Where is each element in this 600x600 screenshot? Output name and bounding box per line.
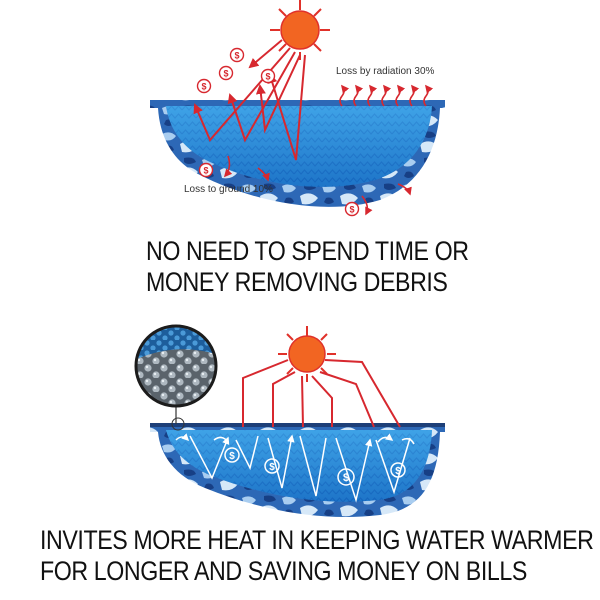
- caption-heat: INVITES MORE HEAT IN KEEPING WATER WARME…: [40, 525, 594, 587]
- sun-rays-bottom: [242, 359, 401, 428]
- sun-icon: [278, 326, 336, 382]
- bottom-panel: $ $ $ $: [134, 324, 445, 517]
- caption-debris: NO NEED TO SPEND TIME OR MONEY REMOVING …: [146, 236, 600, 298]
- trapped-heat-arrows: [175, 433, 415, 503]
- heat-wave-icon: [339, 84, 434, 107]
- svg-text:$: $: [265, 72, 270, 82]
- caption-heat-line-2: FOR LONGER AND SAVING MONEY ON BILLS: [40, 556, 527, 586]
- dollar-coin-icon: $: [229, 47, 245, 63]
- ground-loss-arrows: [223, 155, 412, 216]
- magnifier-circle-icon: [134, 324, 218, 431]
- svg-text:$: $: [229, 451, 235, 462]
- svg-text:$: $: [269, 462, 275, 473]
- caption-heat-line-1: INVITES MORE HEAT IN KEEPING WATER WARME…: [40, 525, 594, 555]
- dollar-coin-icon: $: [224, 447, 240, 463]
- svg-text:$: $: [223, 69, 228, 79]
- pool-top: [150, 100, 445, 207]
- svg-text:$: $: [203, 166, 208, 176]
- svg-text:$: $: [201, 82, 206, 92]
- radiation-loss-label: Loss by radiation 30%: [336, 66, 435, 77]
- top-panel: $ $ $ $ $ $: [150, 0, 445, 217]
- dollar-coin-icon: $: [344, 201, 360, 217]
- dollar-coin-icon: $: [337, 468, 355, 486]
- dollar-coin-icon: $: [198, 162, 214, 178]
- dollar-coin-icon: $: [196, 78, 212, 94]
- svg-text:$: $: [349, 205, 354, 215]
- dollar-coin-icon: $: [264, 458, 280, 474]
- caption-debris-line-1: NO NEED TO SPEND TIME OR: [146, 236, 469, 266]
- solar-cover: [150, 423, 445, 427]
- caption-debris-line-2: MONEY REMOVING DEBRIS: [146, 267, 448, 297]
- svg-text:$: $: [343, 472, 349, 484]
- ground-loss-label: Loss to ground 10%: [184, 184, 273, 195]
- dollar-coin-icon: $: [260, 68, 276, 84]
- svg-text:$: $: [234, 51, 239, 61]
- svg-text:$: $: [395, 466, 401, 477]
- dollar-coin-icon: $: [390, 462, 406, 478]
- sun-icon: [270, 0, 330, 60]
- dollar-coin-icon: $: [218, 65, 234, 81]
